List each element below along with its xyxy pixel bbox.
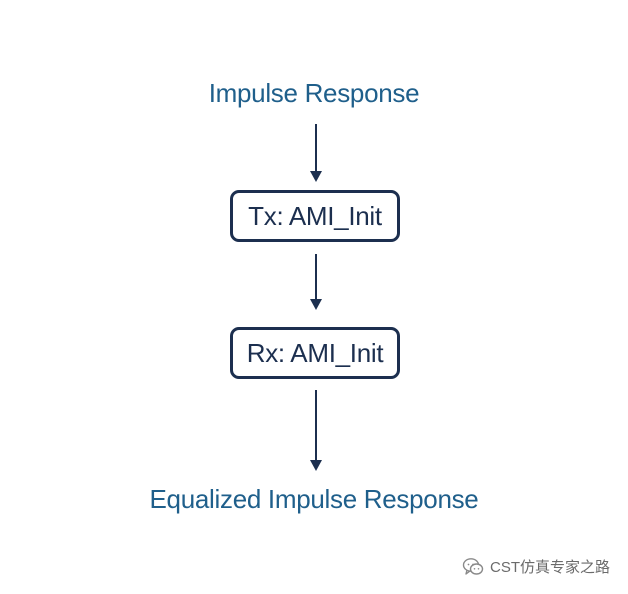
rx-ami-init-node: Rx: AMI_Init — [230, 327, 400, 379]
arrow-rx-to-equalized — [306, 390, 326, 471]
watermark-text: CST仿真专家之路 — [489, 559, 610, 576]
arrow-shaft — [315, 254, 317, 300]
arrow-head — [310, 299, 322, 310]
impulse-response-label: Impulse Response — [208, 78, 420, 108]
arrow-shaft — [315, 124, 317, 172]
arrow-head — [310, 460, 322, 471]
equalized-impulse-response-label: Equalized Impulse Response — [149, 484, 479, 514]
tx-ami-init-node: Tx: AMI_Init — [230, 190, 400, 242]
arrow-tx-to-rx — [306, 254, 326, 310]
arrow-shaft — [315, 390, 317, 461]
wechat-icon — [462, 557, 484, 577]
arrow-impulse-to-tx — [306, 124, 326, 182]
arrow-head — [310, 171, 322, 182]
watermark: CST仿真专家之路 — [462, 556, 610, 577]
